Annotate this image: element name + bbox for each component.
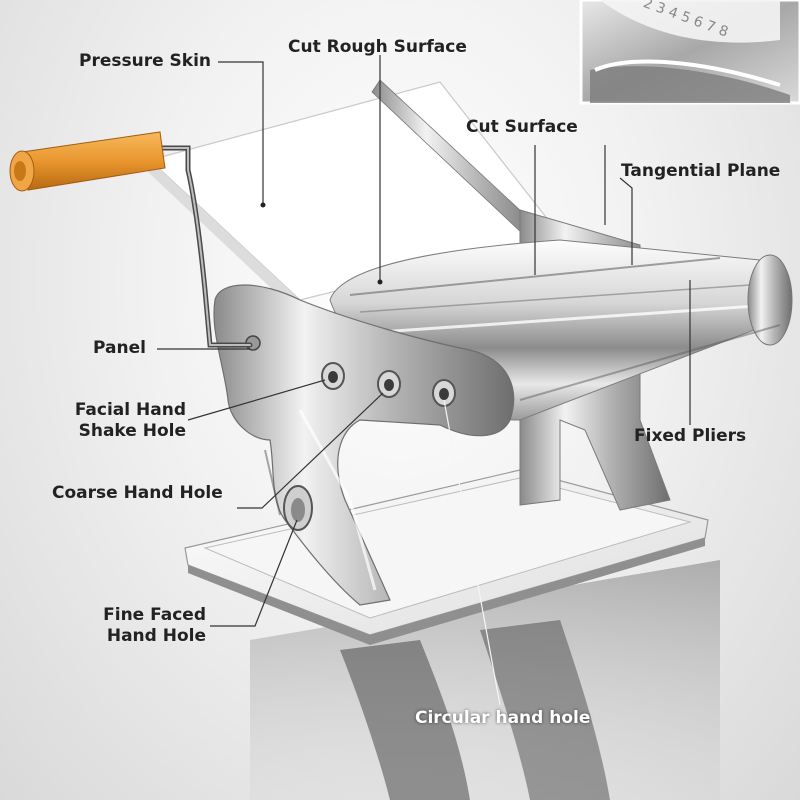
leader-fine-faced-hand-hole bbox=[210, 519, 298, 627]
base-tray bbox=[184, 469, 709, 645]
label-cut-rough-surface: Cut Rough Surface bbox=[288, 37, 467, 57]
label-fixed-pliers: Fixed Pliers bbox=[634, 426, 747, 446]
label-fine-faced-hand-hole: Fine Faced Hand Hole bbox=[103, 605, 206, 646]
adjustment-holes bbox=[245, 335, 456, 531]
leader-circular-hand-hole bbox=[443, 399, 501, 706]
leader-facial-hand-shake-hole bbox=[187, 379, 326, 421]
leader-pressure-skin bbox=[218, 61, 264, 205]
orange-grip bbox=[9, 131, 166, 192]
leader-coarse-hand-hole bbox=[237, 392, 384, 509]
label-panel: Panel bbox=[93, 338, 146, 358]
leader-lines bbox=[157, 55, 691, 706]
label-circular-hand-hole: Circular hand hole bbox=[415, 708, 591, 728]
fine-faced-hand-hole-shape bbox=[283, 485, 313, 531]
label-facial-hand-shake-hole: Facial Hand Shake Hole bbox=[74, 400, 186, 441]
label-cut-surface: Cut Surface bbox=[466, 117, 578, 137]
dial-inset bbox=[579, 0, 800, 105]
crank-handle bbox=[9, 131, 253, 348]
label-pressure-skin: Pressure Skin bbox=[79, 51, 212, 71]
coarse-hand-hole-shape bbox=[377, 370, 401, 398]
facial-hand-shake-hole-shape bbox=[321, 362, 345, 390]
leader-tangential-plane-2 bbox=[619, 177, 633, 265]
label-tangential-plane: Tangential Plane bbox=[621, 161, 781, 181]
label-coarse-hand-hole: Coarse Hand Hole bbox=[52, 483, 223, 503]
circular-hand-hole-shape bbox=[432, 379, 456, 407]
